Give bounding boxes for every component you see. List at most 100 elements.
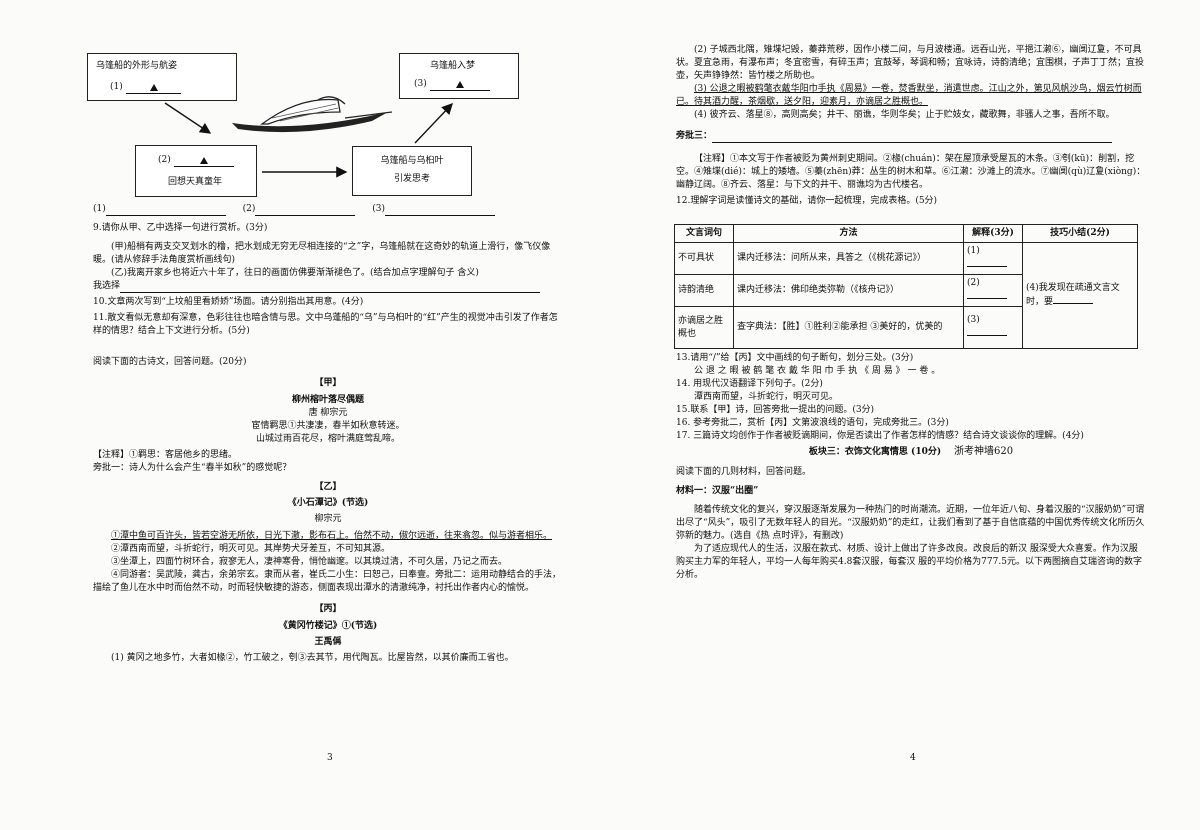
section-3-heading: 板块三：衣饰文化寓情思 (10分) 浙考神墙620 (676, 445, 1146, 460)
question-9-yi: (乙)我离开家乡也将近六十年了，往日的画面仿佛要渐渐褪色了。(结合加点字理解句子… (111, 268, 479, 279)
answer-label-2: (2) (242, 204, 256, 214)
material-1-paragraph-1: 随着传统文化的复兴，穿汉服逐渐发展为一种热门的时尚潮流。近期，一位年近八旬、身着… (676, 504, 1145, 542)
answer-blank-1[interactable] (105, 205, 226, 217)
table-cell-explain[interactable]: (2) (963, 274, 1023, 308)
page-number-4: 4 (910, 753, 916, 763)
diagram-box-1-title: 乌篷船的外形与航姿 (96, 61, 178, 71)
jia-title: 柳州榕叶落尽偶题 (291, 395, 364, 406)
diagram-box-3-num: (3) (414, 79, 427, 89)
diagram-box-3-blank[interactable] (429, 80, 490, 92)
yi-title: 《小石潭记》(节选) (287, 498, 369, 509)
pangpi-3-label: 旁批三： (676, 131, 713, 142)
bing-paragraph-4: (4) 彼齐云、落星⑧，高则高矣；井干、丽谯，华则华矣；止于贮妓女，藏歌舞，非骚… (694, 110, 1115, 121)
jia-line-2: 山城过雨百花尽，榕叶满庭莺乱啼。 (255, 434, 400, 445)
summary-text: (4)我发现在疏通文言文时，要 (1026, 283, 1120, 308)
jia-line-1: 宦情羁思①共凄凄，春半如秋意转迷。 (251, 421, 405, 432)
answer-blank[interactable] (967, 290, 1007, 300)
arrow-1 (164, 102, 212, 134)
question-12: 12.理解字词是读懂诗文的基础，请你一起梳理，完成表格。(5分) (676, 196, 938, 207)
question-10: 10.文章两次写到“上坟船里看娇娇”场面。请分别指出其用意。(4分) (93, 297, 364, 308)
bing-tag: 【丙】 (314, 603, 342, 614)
question-12-table: 文言词句 方法 解释(3分) 技巧小结(2分) 不可具状 课内迁移法：问所从来，… (674, 223, 1138, 350)
boat-illustration (232, 96, 393, 133)
answer-label-3: (3) (372, 204, 385, 214)
yi-paragraph-2: ②潭西南而望，斗折蛇行，明灭可见。其岸势犬牙差互，不可知其源。 (111, 543, 391, 554)
answer-blank[interactable] (967, 327, 1007, 337)
bing-title: 《黄冈竹楼记》①(节选) (278, 620, 378, 631)
question-13-sentence[interactable]: 公 退 之 暇 被 鹤 氅 衣 戴 华 阳 巾 手 执 《 周 易 》 一 卷 … (694, 366, 941, 377)
question-15: 15.联系【甲】诗，回答旁批一提出的问题。(3分) (676, 405, 875, 416)
question-block-13-17: 13.请用“/”给【丙】文中画线的句子断句，划分三处。(3分) 公 退 之 暇 … (676, 352, 1146, 582)
bing-continued: (2) 子城西北隅，雉堞圮毁，蓁莽荒秽，因作小楼二间，与月波楼通。远吞山光，平挹… (676, 44, 1146, 209)
exam-page-3: 乌篷船的外形与航姿 (1) 乌篷船入梦 (3) (2) 回想天真童年 乌篷船与乌… (87, 53, 563, 763)
pangpi-3-answer-line[interactable] (712, 132, 1113, 144)
bing-paragraph-1: (1) 黄冈之地多竹，大者如椽②，竹工破之，刳③去其节，用代陶瓦。比屋皆然，以其… (111, 652, 514, 663)
arrow-3 (414, 102, 453, 144)
table-cell-method: 查字典法：【胜】①胜利②能承担 ③美好的，优美的 (733, 306, 964, 350)
table-header-explain: 解释(3分) (963, 223, 1023, 244)
answer-label-1: (1) (93, 204, 106, 214)
table-cell-explain[interactable]: (1) (963, 242, 1023, 276)
diagram-box-2: (2) 回想天真童年 (135, 145, 257, 197)
summary-blank[interactable] (1053, 295, 1094, 305)
question-9-answer-line[interactable] (120, 282, 541, 294)
question-12-table-wrap: 文言词句 方法 解释(3分) 技巧小结(2分) 不可具状 课内迁移法：问所从来，… (674, 223, 1138, 350)
diagram-box-4-line1: 乌篷船与乌桕叶 (380, 156, 444, 166)
diagram-box-4: 乌篷船与乌桕叶 引发思考 (352, 146, 472, 196)
diagram-connectors (164, 96, 453, 178)
table-row: 诗韵清绝 课内迁移法：佛印绝类弥勒（《核舟记》） (2) (674, 274, 1138, 308)
question-block-9-11: 9.请你从甲、乙中选择一句进行赏析。(3分) (甲)船梢有两支交叉划水的橹，把水… (93, 222, 563, 338)
material-1-title: 材料一：汉服“出圈” (676, 485, 759, 496)
table-cell-method: 课内迁移法：佛印绝类弥勒（《核舟记》） (733, 274, 964, 308)
answer-blank-2[interactable] (255, 205, 356, 217)
yi-tag: 【乙】 (314, 482, 342, 493)
diagram-box-1-blank[interactable] (125, 83, 181, 95)
question-14: 14. 用现代汉语翻译下列句子。(2分) (676, 379, 823, 390)
table-cell-summary[interactable]: (4)我发现在疏通文言文时，要 (1022, 242, 1138, 350)
jia-author: 唐 柳宗元 (308, 408, 348, 419)
question-9: 9.请你从甲、乙中选择一句进行赏析。(3分) (93, 223, 268, 233)
jia-tag: 【甲】 (314, 378, 342, 389)
yi-paragraph-3: ③坐潭上，四面竹树环合，寂寥无人，凄神寒骨，悄怆幽邃。以其境过清，不可久居，乃记… (111, 556, 508, 567)
jia-note: 【注释】①羁思：客居他乡的思绪。 (93, 450, 238, 461)
bing-paragraph-3: (3) 公退之暇被鹤氅衣戴华阳巾手执《周易》一卷，焚香默坐，消遣世虑。江山之外，… (676, 84, 1142, 108)
triangle-icon (149, 84, 158, 92)
table-header-word: 文言词句 (674, 223, 734, 244)
diagram-box-1: 乌篷船的外形与航姿 (1) (87, 53, 237, 101)
diagram-box-3-title: 乌篷船入梦 (430, 61, 476, 71)
table-row: 亦谪居之胜概也 查字典法：【胜】①胜利②能承担 ③美好的，优美的 (3) (674, 306, 1138, 350)
question-14-sentence: 潭西南而望，斗折蛇行，明灭可见。 (694, 392, 839, 403)
question-9-choose-label: 我选择 (93, 281, 121, 292)
section-3-title: 板块三：衣饰文化寓情思 (10分) (808, 447, 942, 458)
bing-paragraph-2: (2) 子城西北隅，雉堞圮毁，蓁莽荒秽，因作小楼二间，与月波楼通。远吞山光，平挹… (676, 45, 1145, 82)
diagram-box-2-num: (2) (158, 155, 171, 165)
table-cell-explain[interactable]: (3) (963, 306, 1023, 350)
bing-note: 【注释】①本文写于作者被贬为黄州刺史期间。②椽(chuán)：架在屋顶承受屋瓦的… (676, 154, 1146, 191)
pangpi-1: 旁批一：诗人为什么会产生“春半如秋”的感觉呢？ (93, 463, 292, 474)
table-header-summary: 技巧小结(2分) (1022, 223, 1138, 244)
triangle-icon (199, 157, 208, 165)
yi-author: 柳宗元 (314, 514, 342, 525)
answer-blank-3[interactable] (385, 205, 495, 217)
answer-blank[interactable] (967, 258, 1007, 268)
table-cell-word: 诗韵清绝 (674, 274, 734, 308)
question-9-jia: (甲)船梢有两支交叉划水的橹，把水划成无穷无尽相连接的“之”字，乌篷船就在这奇妙… (93, 242, 551, 266)
section-3-intro: 阅读下面的几则材料，回答问题。 (676, 466, 812, 477)
table-cell-method: 课内迁移法：问所从来，具答之（《桃花源记》） (733, 242, 964, 276)
question-16: 16. 参考旁批二，赏析【丙】文第波浪线的语句，完成旁批三。(3分) (676, 418, 949, 429)
pangpi-3-row: 旁批三： (676, 130, 1146, 144)
material-1-paragraph-2: 为了适应现代人的生活，汉服在款式、材质、设计上做出了许多改良。改良后的新汉 服深… (676, 544, 1142, 581)
diagram-box-3: 乌篷船入梦 (3) (399, 53, 519, 99)
question-13: 13.请用“/”给【丙】文中画线的句子断句，划分三处。(3分) (676, 353, 914, 363)
diagram-box-1-num: (1) (110, 82, 123, 92)
question-11: 11.散文看似无意却有深意，色彩往往也暗含情与思。文中乌蓬船的“乌”与乌桕叶的“… (93, 313, 558, 337)
diagram-box-2-blank[interactable] (173, 156, 234, 168)
yi-paragraph-4: ④同游者：吴武陵，龚古，余弟宗玄。隶而从者，崔氏二小生：曰恕己，曰奉壹。旁批二：… (93, 569, 562, 593)
table-row: 不可具状 课内迁移法：问所从来，具答之（《桃花源记》） (1) (4)我发现在疏… (674, 242, 1138, 350)
triangle-icon (455, 81, 464, 89)
bing-author: 王禹偁 (314, 636, 342, 647)
table-cell-word: 不可具状 (674, 242, 734, 276)
page-number-3: 3 (327, 753, 333, 763)
exam-page-4: (2) 子城西北隅，雉堞圮毁，蓁莽荒秽，因作小楼二间，与月波楼通。远吞山光，平挹… (600, 0, 1200, 830)
diagram-box-2-caption: 回想天真童年 (168, 177, 223, 187)
